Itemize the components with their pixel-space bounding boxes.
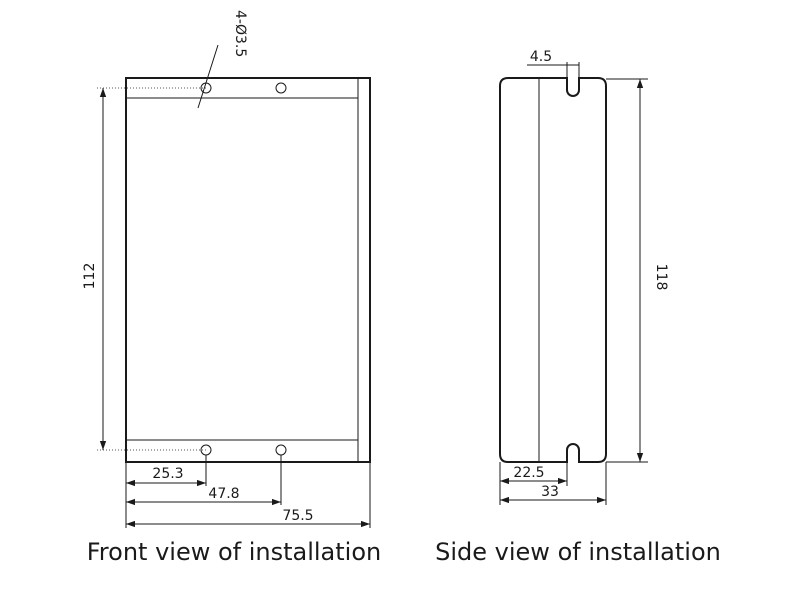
side-view-caption: Side view of installation bbox=[435, 538, 721, 566]
side-body-outline bbox=[499, 77, 607, 463]
hole-x1-label: 25.3 bbox=[152, 466, 183, 482]
depth-label: 33 bbox=[541, 484, 559, 500]
mounting-hole bbox=[275, 82, 287, 94]
height-label: 112 bbox=[82, 263, 98, 290]
mounting-hole bbox=[275, 444, 287, 456]
front-view: 4-Ø3.5 112 25.3 47.8 75.5 Front view of … bbox=[82, 10, 381, 566]
width-label: 75.5 bbox=[282, 508, 313, 524]
side-height-label: 118 bbox=[653, 264, 669, 291]
side-view: 4.5 118 22.5 33 Side view of installatio… bbox=[435, 49, 721, 566]
front-body-outline bbox=[125, 77, 371, 463]
inner-offset-label: 22.5 bbox=[513, 465, 544, 481]
slot-width-label: 4.5 bbox=[530, 49, 552, 65]
hole-spec-label: 4-Ø3.5 bbox=[232, 10, 248, 57]
front-view-caption: Front view of installation bbox=[87, 538, 382, 566]
hole-x2-label: 47.8 bbox=[208, 486, 239, 502]
hole-leader-line bbox=[197, 44, 219, 109]
